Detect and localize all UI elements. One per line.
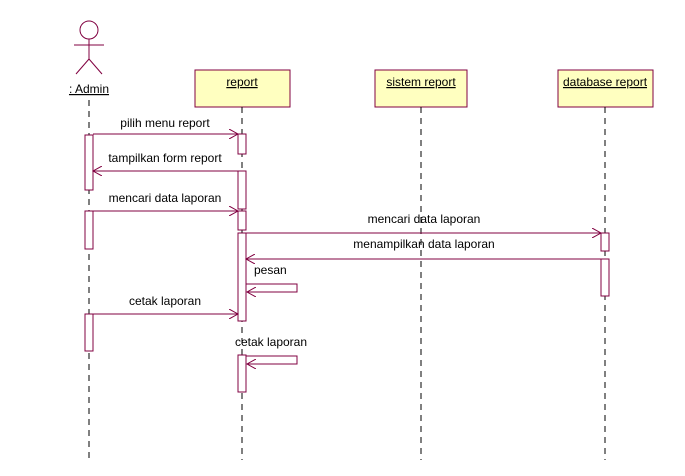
- actor-stick-figure-icon: [74, 20, 104, 75]
- message-label-1: pilih menu report: [120, 116, 210, 130]
- object-database-report-label: database report: [563, 75, 648, 89]
- actor-label: : Admin: [69, 82, 109, 96]
- object-sistem-report-label: sistem report: [386, 75, 456, 89]
- object-report[interactable]: report: [194, 69, 291, 108]
- activation-report-1: [237, 133, 247, 155]
- message-label-8: cetak laporan: [235, 335, 307, 349]
- activation-report-3: [237, 210, 247, 231]
- activation-database-1: [600, 232, 610, 252]
- message-label-4: mencari data laporan: [368, 212, 481, 226]
- message-label-2: tampilkan form report: [108, 151, 222, 165]
- activation-report-4: [237, 232, 247, 322]
- activation-admin-3: [84, 313, 94, 352]
- activation-admin-1: [84, 134, 94, 191]
- message-arrow-6-self: [246, 283, 298, 292]
- message-label-5: menampilkan data laporan: [353, 237, 494, 251]
- object-database-report[interactable]: database report: [557, 69, 654, 108]
- activation-admin-2: [84, 210, 94, 250]
- activation-database-2: [600, 258, 610, 297]
- object-report-label: report: [226, 75, 258, 89]
- actor-admin[interactable]: : Admin: [69, 20, 109, 96]
- activation-report-2: [237, 170, 247, 210]
- message-arrow-8-self: [246, 355, 298, 364]
- message-label-6: pesan: [254, 263, 287, 277]
- message-label-3: mencari data laporan: [109, 191, 222, 205]
- object-sistem-report[interactable]: sistem report: [374, 69, 468, 108]
- message-label-7: cetak laporan: [129, 294, 201, 308]
- activation-report-5: [237, 354, 247, 393]
